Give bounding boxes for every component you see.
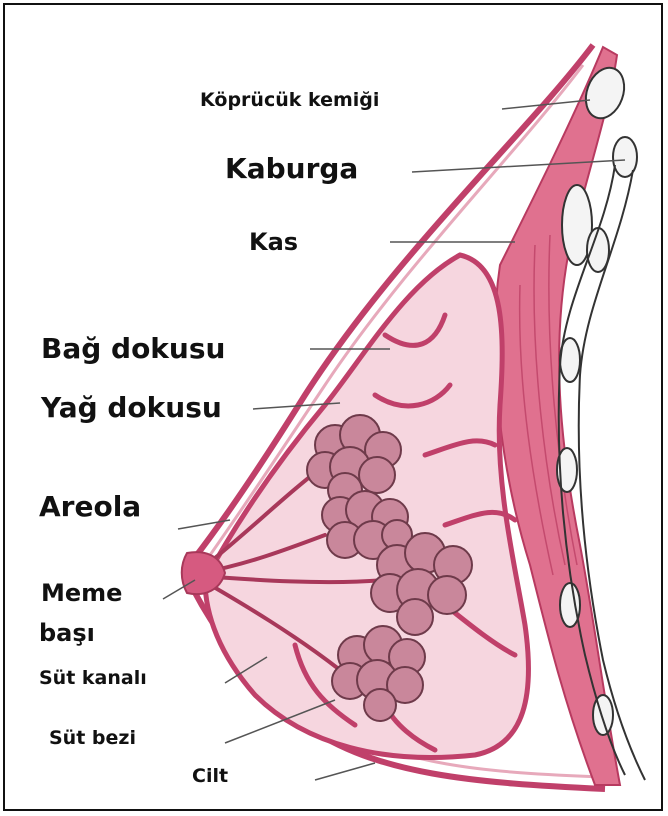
label-areola: Areola	[39, 493, 141, 521]
label-mammary-gland: Süt bezi	[49, 729, 136, 748]
label-clavicle: Köprücük kemiği	[200, 91, 379, 110]
label-connective-tissue: Bağ dokusu	[41, 335, 225, 363]
label-nipple-line1: Meme	[41, 581, 122, 605]
label-fat-tissue: Yağ dokusu	[41, 394, 222, 422]
label-skin: Cilt	[192, 767, 228, 786]
label-milk-duct: Süt kanalı	[39, 669, 147, 688]
diagram-frame: Köprücük kemiği Kaburga Kas Bağ dokusu Y…	[3, 3, 663, 811]
label-rib: Kaburga	[225, 155, 358, 183]
label-nipple-line2: başı	[39, 621, 95, 645]
label-muscle: Kas	[249, 230, 298, 254]
